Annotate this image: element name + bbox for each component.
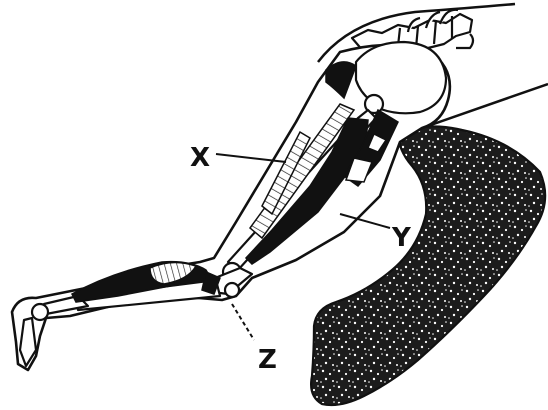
label-z: Z bbox=[258, 345, 277, 375]
label-y: Y bbox=[391, 223, 412, 253]
callout-z: Z bbox=[232, 304, 277, 375]
label-x: X bbox=[190, 143, 210, 173]
callout-z-leader bbox=[232, 304, 254, 340]
